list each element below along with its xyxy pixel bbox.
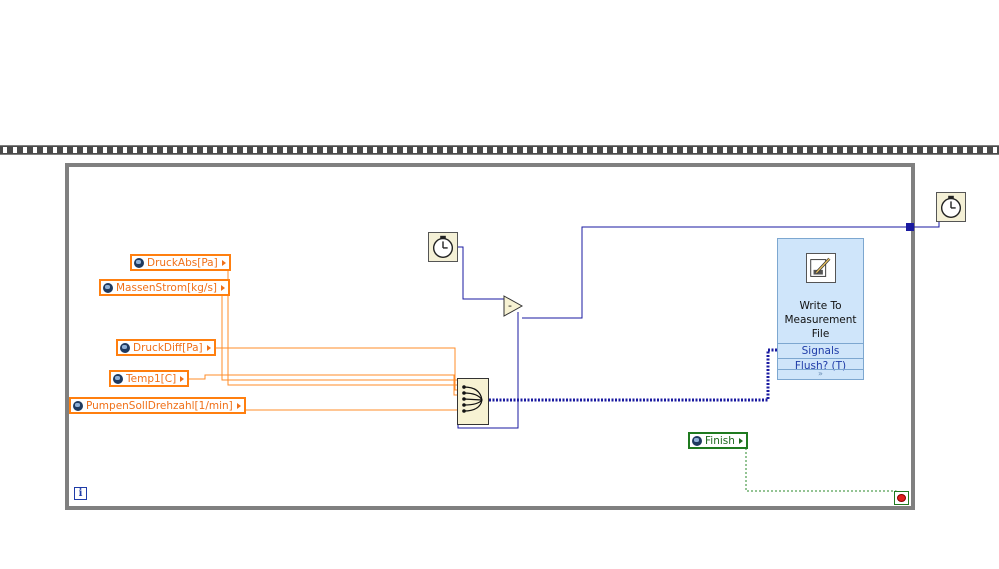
write-measurement-file-vi[interactable]: Write To Measurement File Signals Flush?… <box>777 238 864 380</box>
merge-signals-node[interactable] <box>457 378 489 425</box>
iteration-terminal: i <box>74 487 87 500</box>
express-title-line1: Write To <box>799 300 842 312</box>
global-variable-icon <box>113 373 123 384</box>
output-arrow-icon <box>206 344 211 351</box>
output-arrow-icon <box>221 259 226 266</box>
tick-count-right[interactable] <box>936 192 966 222</box>
tick-count-left[interactable] <box>428 232 458 262</box>
input-signals[interactable]: Signals <box>778 343 863 358</box>
global-variable-icon <box>120 342 130 353</box>
sequence-frame-strip <box>0 145 999 155</box>
global-variable-icon <box>103 282 113 293</box>
write-measurement-file-icon <box>806 253 836 283</box>
global-druckdiff[interactable]: DruckDiff[Pa] <box>116 339 216 356</box>
express-vi-title: Write To Measurement File <box>778 299 863 341</box>
global-druckabs-label: DruckAbs[Pa] <box>147 256 218 269</box>
output-arrow-icon <box>738 437 743 444</box>
global-massenstrom-label: MassenStrom[kg/s] <box>116 281 218 294</box>
output-arrow-icon <box>180 375 185 382</box>
global-druckabs[interactable]: DruckAbs[Pa] <box>130 254 231 271</box>
tick-count-icon <box>432 235 454 258</box>
output-arrow-icon <box>236 402 241 409</box>
subtract-symbol: - <box>508 299 512 312</box>
global-finish-label: Finish <box>705 434 735 447</box>
build-array-icon <box>462 385 483 413</box>
stop-icon[interactable] <box>894 491 909 505</box>
expand-handle[interactable]: » <box>778 369 863 379</box>
loop-tunnel[interactable] <box>906 223 914 231</box>
express-title-line2: Measurement <box>784 314 857 326</box>
global-variable-icon <box>692 435 702 446</box>
global-temp1[interactable]: Temp1[C] <box>109 370 190 387</box>
global-variable-icon <box>134 257 144 268</box>
express-title-line3: File <box>811 328 830 340</box>
global-pumpen-label: PumpenSollDrehzahl[1/min] <box>86 399 233 412</box>
global-temp1-label: Temp1[C] <box>126 372 177 385</box>
global-massenstrom[interactable]: MassenStrom[kg/s] <box>99 279 231 296</box>
output-arrow-icon <box>221 284 226 291</box>
global-druckdiff-label: DruckDiff[Pa] <box>133 341 203 354</box>
subtract-node[interactable]: - <box>503 295 523 317</box>
global-variable-icon <box>73 400 83 411</box>
tick-count-icon <box>940 195 962 218</box>
global-finish[interactable]: Finish <box>688 432 748 449</box>
global-pumpen[interactable]: PumpenSollDrehzahl[1/min] <box>69 397 246 414</box>
